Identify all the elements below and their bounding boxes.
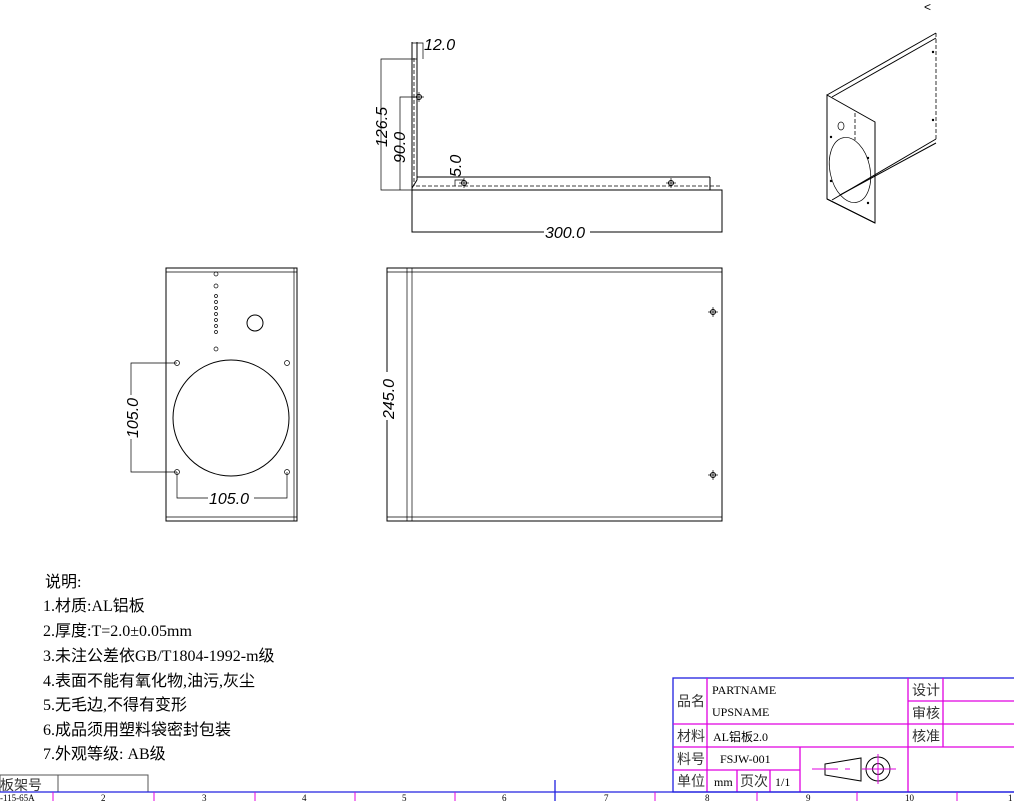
zone-label: 6 [502, 793, 507, 801]
side-view: 245.0 [380, 267, 723, 522]
view-marker: < [924, 0, 931, 14]
fastener-icon [459, 178, 469, 188]
fastener-icon [708, 307, 718, 317]
drawing-frame: 板架号 -115-65A 2 3 4 5 6 7 8 9 10 1 [0, 774, 1014, 801]
dim-hole-spacing-h: 105.0 [209, 491, 249, 508]
zone-label: -115-65A [0, 793, 35, 801]
unit-value: mm [714, 775, 733, 789]
zone-label: 4 [302, 793, 307, 801]
zone-label: 2 [101, 793, 106, 801]
notes: 说明: 1.材质:AL铝板 2.厚度:T=2.0±0.05mm 3.未注公差依G… [43, 573, 275, 763]
review-label: 审核 [912, 706, 940, 722]
page-label: 页次 [740, 774, 768, 790]
board-no-label: 板架号 [0, 778, 42, 794]
note-item: 6.成品须用塑料袋密封包装 [43, 721, 231, 739]
note-item: 2.厚度:T=2.0±0.05mm [43, 622, 192, 640]
zone-label: 1 [1008, 793, 1013, 801]
part-no-label: 料号 [677, 752, 705, 768]
note-item: 7.外观等级: AB级 [43, 745, 166, 763]
zone-label: 9 [806, 793, 811, 801]
dim-hole-offset: 5.0 [448, 155, 465, 177]
dim-length: 300.0 [545, 225, 585, 242]
note-item: 5.无毛边,不得有变形 [43, 696, 187, 714]
zone-label: 8 [705, 793, 710, 801]
projection-symbol-icon [812, 754, 896, 784]
top-view: 12.0 126.5 90.0 5.0 300.0 [374, 37, 723, 242]
note-item: 3.未注公差依GB/T1804-1992-m级 [43, 647, 275, 665]
zone-label: 3 [202, 793, 207, 801]
unit-label: 单位 [677, 774, 705, 790]
dim-flange-width: 12.0 [424, 37, 455, 54]
note-item: 1.材质:AL铝板 [43, 597, 145, 615]
fastener-icon [666, 178, 676, 188]
dim-hole-spacing-v: 105.0 [125, 398, 142, 438]
part-no-value: FSJW-001 [720, 752, 771, 766]
page-value: 1/1 [775, 775, 790, 789]
dim-hole-height: 90.0 [392, 132, 409, 163]
approve-label: 核准 [912, 729, 940, 745]
dim-depth: 245.0 [381, 379, 398, 420]
zone-label: 10 [905, 793, 915, 801]
isometric-view [826, 32, 937, 224]
design-label: 设计 [912, 683, 940, 699]
note-item: 4.表面不能有氧化物,油污,灰尘 [43, 672, 255, 690]
part-name-label: 品名 [677, 694, 705, 710]
front-view: 105.0 105.0 [124, 267, 298, 522]
fan-cutout [172, 359, 290, 477]
dim-height-total: 126.5 [374, 107, 391, 147]
zone-label: 7 [604, 793, 609, 801]
material-label: 材料 [677, 729, 705, 745]
part-name-2: UPSNAME [712, 705, 769, 719]
title-block: 品名 PARTNAME UPSNAME 材料 AL铝板2.0 料号 FSJW-0… [672, 677, 1014, 793]
part-name-1: PARTNAME [712, 683, 776, 697]
fastener-icon [708, 470, 718, 480]
notes-title: 说明: [45, 573, 81, 591]
zone-label: 5 [402, 793, 407, 801]
material-value: AL铝板2.0 [713, 729, 768, 744]
